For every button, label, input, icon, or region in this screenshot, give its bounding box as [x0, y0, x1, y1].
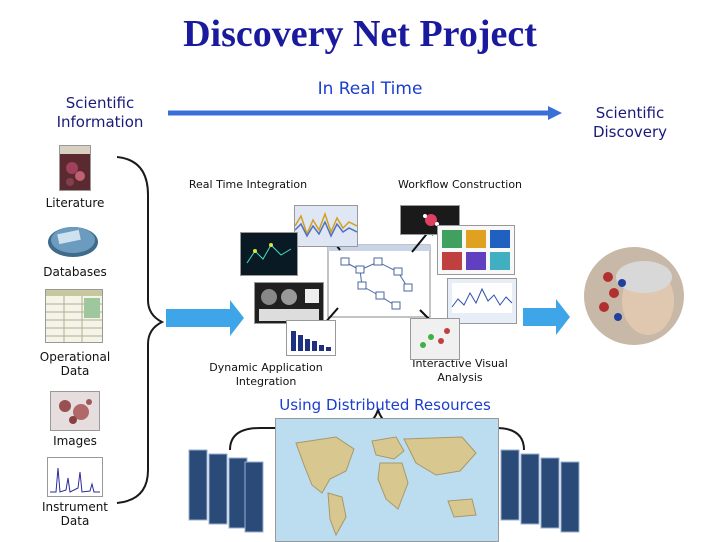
journal-icon [59, 145, 91, 191]
distributed-resources-label: Using Distributed Resources [279, 396, 491, 414]
label-workflow-construction: Workflow Construction [397, 178, 523, 191]
page-title: Discovery Net Project [183, 13, 537, 55]
timeline-label: In Real Time [317, 79, 423, 99]
label-dynamic-application-integration: Dynamic Application Integration [209, 361, 323, 388]
timeline-end-label: Scientific Discovery [592, 104, 668, 141]
output-arrow [523, 299, 570, 335]
label-interactive-visual-analysis: Interactive Visual Analysis [412, 357, 508, 384]
workflow-panel-titlebar [328, 245, 430, 251]
workflow-graph [340, 257, 413, 310]
bar-chart-screenshot [286, 320, 336, 356]
scan-images-screenshot [254, 282, 324, 324]
scientist-portrait-image [584, 247, 684, 345]
microscope-image-icon [50, 391, 100, 431]
source-label-operational-data: Operational Data [39, 350, 111, 378]
timeline-arrow-head [548, 106, 562, 120]
spectrum-plot-icon [47, 457, 103, 497]
workflow-panel [327, 244, 431, 318]
time-series-screenshot [294, 205, 358, 247]
source-label-databases: Databases [43, 265, 107, 279]
scatter-visual-screenshot [410, 318, 460, 360]
database-disk-icon [46, 220, 100, 260]
distributed-brace [229, 406, 525, 451]
source-label-images: Images [53, 434, 97, 448]
server-rack-right-icon [497, 440, 587, 535]
input-arrow [166, 300, 244, 336]
network-plot-screenshot [240, 232, 298, 276]
timeline-start-label: Scientific Information [56, 94, 144, 131]
multi-plot-screenshot [437, 225, 515, 275]
label-real-time-integration: Real Time Integration [188, 178, 308, 191]
source-label-literature: Literature [45, 196, 105, 210]
spreadsheet-icon [45, 289, 103, 343]
source-label-instrument-data: Instrument Data [41, 500, 109, 528]
world-map-image [275, 418, 499, 542]
sources-bracket [116, 156, 165, 504]
signal-plot-screenshot [447, 278, 517, 324]
server-rack-left-icon [185, 440, 265, 535]
